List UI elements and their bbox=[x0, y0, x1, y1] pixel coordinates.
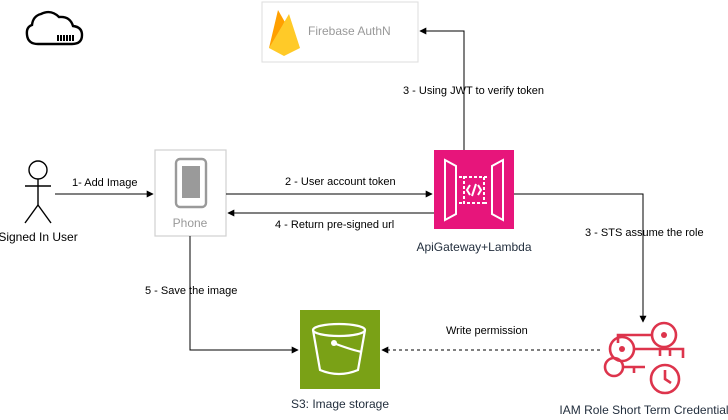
iam-role-keys-icon bbox=[603, 321, 685, 395]
edge-verify-token bbox=[419, 27, 465, 150]
mobile-phone-icon bbox=[174, 157, 208, 209]
edge-label-add-image: 1- Add Image bbox=[72, 177, 137, 189]
firebase-node: Firebase AuthN bbox=[261, 1, 419, 63]
cloud-icon bbox=[25, 10, 84, 46]
firebase-flame-icon bbox=[269, 10, 300, 56]
s3-node: S3: Image storage bbox=[291, 310, 389, 411]
edge-sts-assume bbox=[514, 193, 647, 323]
phone-node: Phone bbox=[154, 149, 227, 237]
s3-label: S3: Image storage bbox=[291, 397, 389, 411]
firebase-label: Firebase AuthN bbox=[308, 24, 391, 38]
s3-bucket-icon bbox=[311, 322, 367, 376]
stick-figure-user-icon bbox=[24, 160, 52, 224]
apigw-node: ApiGateway+Lambda bbox=[416, 150, 532, 254]
edge-label-sts-assume: 3 - STS assume the role bbox=[585, 227, 704, 239]
edge-label-save-image: 5 - Save the image bbox=[145, 285, 237, 297]
edge-label-verify-token: 3 - Using JWT to verify token bbox=[403, 85, 544, 97]
edge-label-user-token: 2 - User account token bbox=[285, 176, 396, 188]
apigw-label: ApiGateway+Lambda bbox=[416, 240, 531, 254]
iam-label: IAM Role Short Term Credential bbox=[559, 403, 728, 417]
user-label: Signed In User bbox=[0, 230, 78, 244]
edge-label-return-url: 4 - Return pre-signed url bbox=[275, 219, 394, 231]
edge-save-image bbox=[189, 236, 299, 354]
api-gateway-icon bbox=[444, 158, 504, 222]
phone-label: Phone bbox=[173, 216, 208, 230]
edge-label-write-permission: Write permission bbox=[446, 325, 528, 337]
